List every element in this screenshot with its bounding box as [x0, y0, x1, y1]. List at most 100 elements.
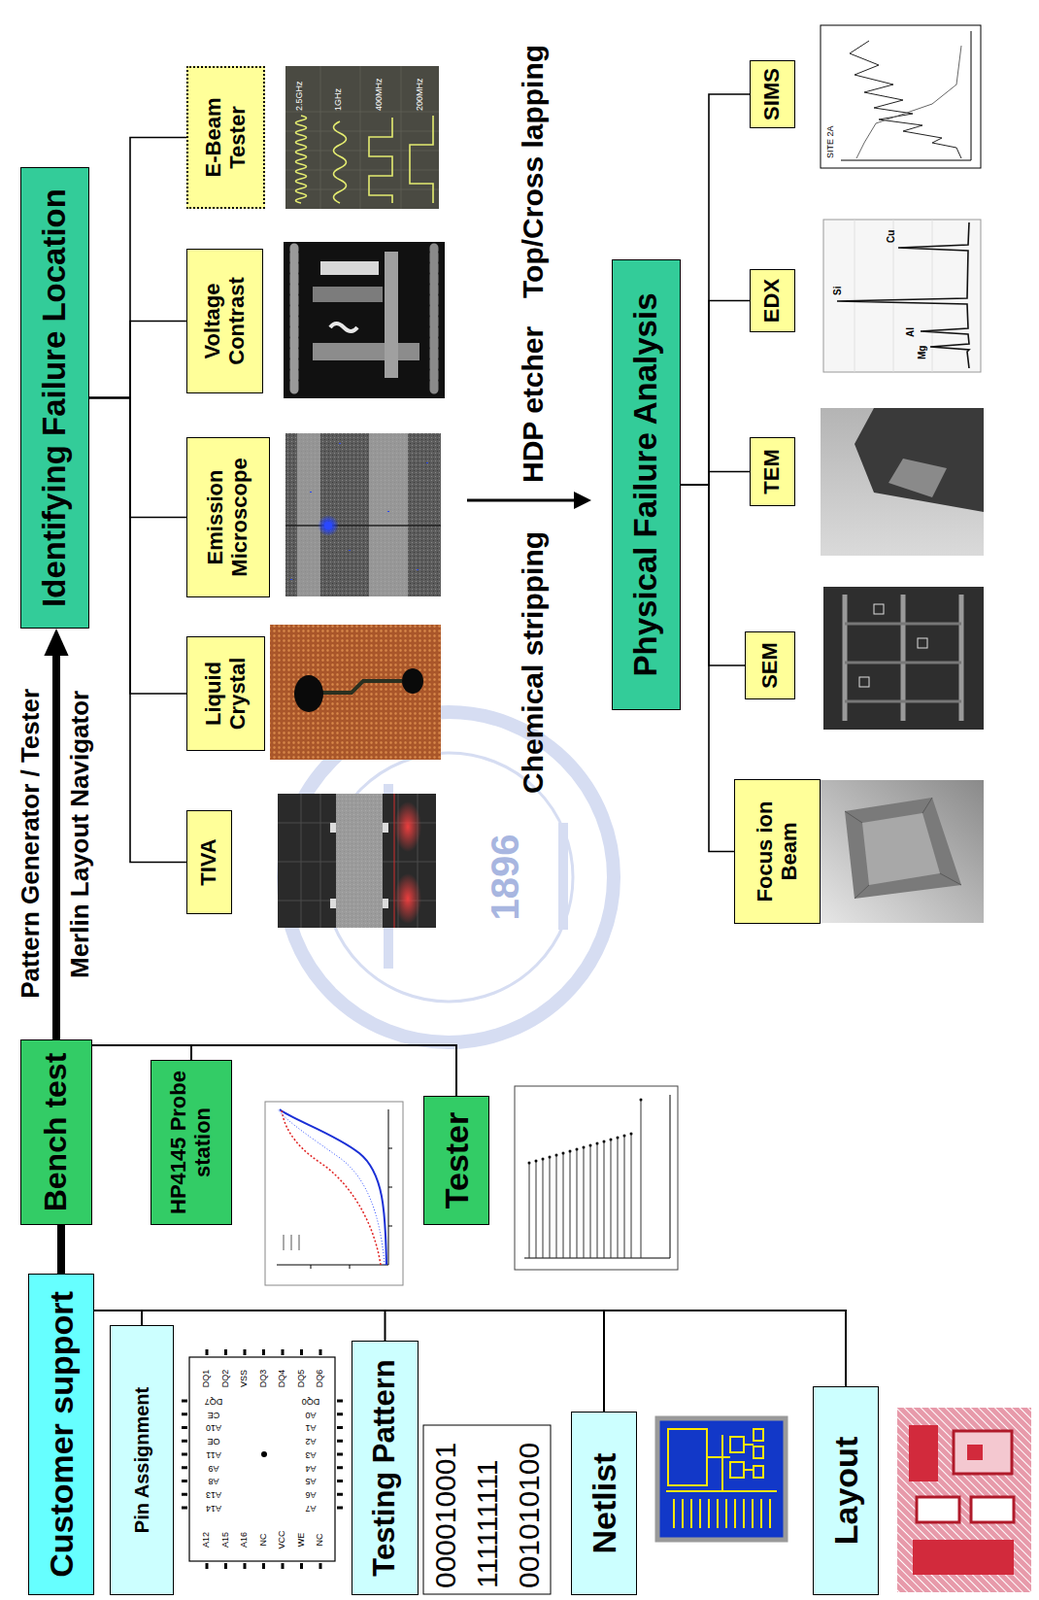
- illustration-circle: [324, 521, 333, 530]
- illustration-g: [296, 115, 435, 203]
- connector: [680, 484, 745, 666]
- illustration-circle: [317, 514, 339, 537]
- illustration-rect: [916, 1496, 960, 1522]
- connector-line: [89, 137, 187, 399]
- illustration-rect: [753, 1465, 764, 1477]
- pin-name: A9: [207, 1462, 219, 1473]
- pin-name: A8: [207, 1475, 219, 1486]
- illustration-rect: [312, 286, 383, 302]
- process-box: TIVA: [186, 809, 233, 914]
- pin-name: A10: [205, 1422, 222, 1433]
- e-beam-waveforms: [285, 66, 439, 209]
- process-box: Identifying Failure Location: [20, 167, 90, 629]
- box-text: Focus ion Beam: [753, 785, 802, 917]
- illustration-path: [368, 117, 393, 203]
- connector-line: [52, 647, 61, 1039]
- box-text: Identifying Failure Location: [36, 188, 73, 607]
- illustration-polygon: [862, 812, 940, 885]
- process-box: Testing Pattern: [351, 1340, 419, 1595]
- box-text: Pin Assignment: [131, 1386, 153, 1533]
- connector-line: [57, 1224, 66, 1274]
- pin-name: VSS: [239, 1369, 250, 1387]
- pin-name: A14: [205, 1502, 222, 1512]
- element-peak: Cu: [885, 230, 897, 243]
- netlist-picture: [657, 1417, 786, 1540]
- box-text: TEM: [760, 448, 785, 494]
- illustration-path: [310, 1147, 393, 1269]
- pin-name: DQ5: [297, 1369, 307, 1388]
- process-box: Layout: [812, 1385, 879, 1595]
- edx-spectrum: [823, 219, 981, 372]
- illustration-rect: [285, 66, 439, 209]
- connector-line: [89, 321, 187, 399]
- pin-name: NC: [259, 1533, 269, 1546]
- box-text: SIMS: [760, 67, 785, 121]
- illustration-rect: [820, 407, 984, 556]
- illustration-path: [181, 1395, 188, 1509]
- pin-name: VCC: [277, 1529, 288, 1548]
- process-box: Pin Assignment: [109, 1324, 174, 1595]
- illustration-path: [277, 1108, 385, 1265]
- connector-line: [680, 471, 750, 486]
- box-text: HP4145 Probe station: [167, 1066, 215, 1218]
- pin-name: A6: [304, 1488, 316, 1499]
- emission-picture: [285, 433, 441, 597]
- illustration-polygon: [844, 797, 962, 899]
- illustration-rect: [823, 586, 984, 730]
- illustration-rect: [335, 793, 383, 928]
- illustration-rect: [820, 25, 981, 168]
- illustration-path: [205, 1348, 332, 1355]
- illustration-rect: [330, 822, 336, 833]
- illustration-path: [281, 1108, 381, 1265]
- box-text: Liquid Crystal: [201, 642, 250, 744]
- pin-name: A7: [304, 1502, 316, 1512]
- frequency-label: 2.5GHz: [295, 80, 305, 111]
- illustration-path: [320, 783, 564, 969]
- process-box: SEM: [744, 631, 796, 700]
- illustration-path: [529, 1099, 641, 1163]
- box-text: Tester: [437, 1111, 475, 1209]
- illustration-rect: [277, 793, 436, 928]
- pin-name: NC: [315, 1533, 326, 1546]
- illustration-path: [706, 1443, 754, 1470]
- illustration-path: [296, 115, 307, 203]
- illustration-rect: [330, 898, 336, 908]
- connector: [89, 398, 187, 863]
- pin-name: DQ2: [221, 1369, 232, 1388]
- pin-name: DQ7: [204, 1395, 224, 1406]
- box-text: TIVA: [197, 837, 222, 885]
- illustration-rect: [382, 898, 389, 908]
- illustration-rect: [859, 676, 870, 687]
- process-box: HP4145 Probe station: [150, 1059, 233, 1225]
- illustration-rect: [297, 433, 321, 597]
- test-vector: 001010100: [512, 1441, 545, 1588]
- voltage-contrast-picture: [283, 241, 445, 399]
- process-box: Tester: [423, 1095, 490, 1225]
- flow-label: Pattern Generator / Tester: [16, 686, 45, 1001]
- connector-line: [92, 1044, 192, 1060]
- illustration-path: [334, 121, 347, 203]
- connector-line: [680, 484, 735, 852]
- illustration-ellipse: [394, 872, 422, 924]
- illustration-rect: [912, 1539, 1014, 1575]
- tem-picture: [820, 407, 984, 556]
- illustration-rect: [668, 1428, 707, 1485]
- illustration-rect: [967, 1443, 983, 1460]
- pin-name: A12: [201, 1531, 212, 1547]
- arrow-head: [43, 628, 68, 656]
- illustration-path: [320, 680, 403, 693]
- pin-name: OE: [206, 1435, 220, 1445]
- process-box: Focus ion Beam: [734, 778, 821, 924]
- connector-line: [680, 301, 750, 486]
- illustration-path: [844, 594, 962, 721]
- illustration-rect: [971, 1496, 1014, 1522]
- illustration-rect: [283, 241, 445, 399]
- frequency-label: 400MHz: [374, 77, 385, 111]
- iv-curve-plot: [265, 1101, 403, 1285]
- connector: [680, 471, 750, 486]
- illustration-rect: [953, 1430, 1012, 1474]
- pin-name: A2: [304, 1435, 316, 1445]
- illustration-ellipse: [402, 668, 424, 694]
- illustration-rect: [873, 603, 884, 614]
- process-box: EDX: [749, 268, 796, 333]
